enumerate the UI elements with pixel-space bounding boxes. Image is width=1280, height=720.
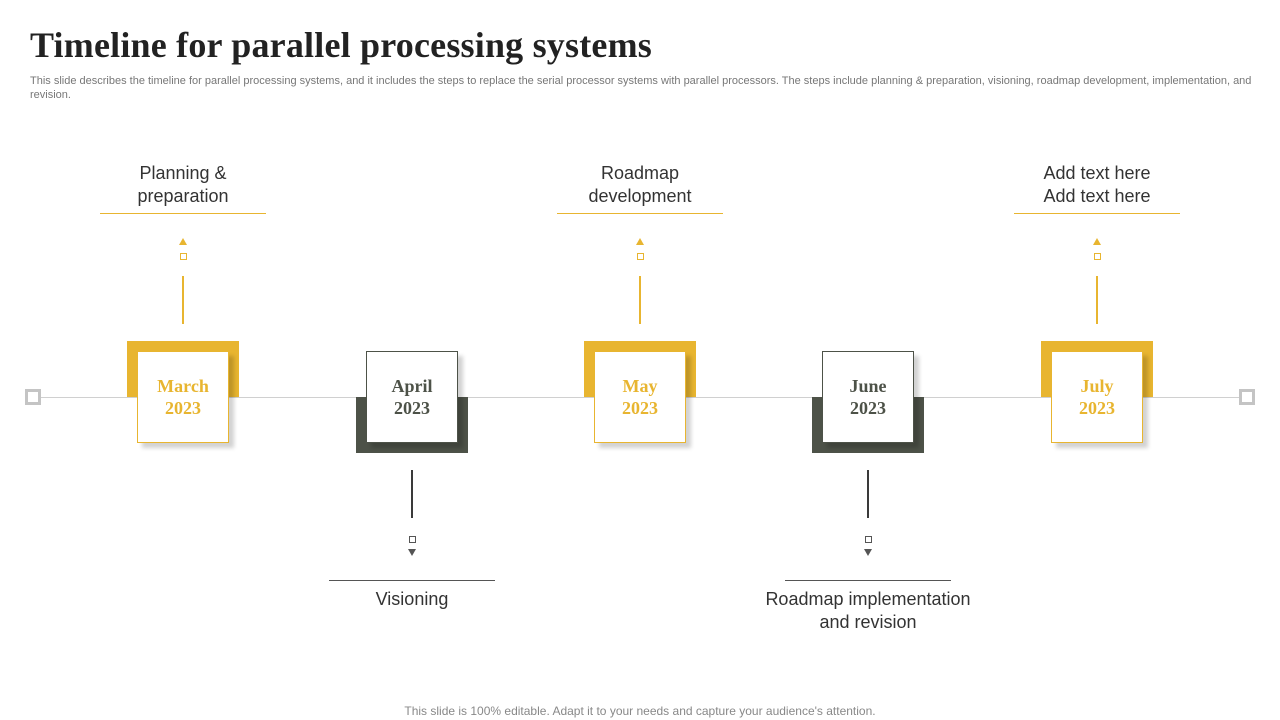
milestone-caption: Roadmap implementation and revision	[748, 588, 988, 634]
arrow-down-icon	[408, 549, 416, 556]
milestone-month: May	[622, 376, 658, 396]
connector-line	[411, 470, 413, 518]
axis-start-cap	[25, 389, 41, 405]
connector-marker	[409, 536, 416, 543]
connector-line	[867, 470, 869, 518]
axis-end-cap	[1239, 389, 1255, 405]
milestone-year: 2023	[1079, 398, 1115, 418]
caption-underline	[785, 580, 951, 581]
footer-note: This slide is 100% editable. Adapt it to…	[404, 704, 876, 718]
caption-line: development	[588, 186, 692, 206]
milestone-month: March	[157, 376, 209, 396]
milestone-year: 2023	[622, 398, 658, 418]
milestone-month: July	[1080, 376, 1114, 396]
caption-line: Roadmap implementation	[765, 589, 971, 609]
page-subtitle: This slide describes the timeline for pa…	[30, 75, 1252, 101]
milestone-caption: Planning & preparation	[63, 162, 303, 208]
caption-line: Planning &	[139, 163, 227, 183]
milestone-year: 2023	[165, 398, 201, 418]
connector-line	[182, 276, 184, 324]
arrow-up-icon	[636, 238, 644, 245]
milestone-year: 2023	[850, 398, 886, 418]
milestone-caption: Visioning	[292, 588, 532, 611]
caption-underline	[100, 213, 266, 214]
caption-line: preparation	[137, 186, 229, 206]
connector-marker	[1094, 253, 1101, 260]
connector-marker	[865, 536, 872, 543]
page-title: Timeline for parallel processing systems	[30, 25, 652, 65]
connector-line	[639, 276, 641, 324]
caption-line: and revision	[819, 612, 917, 632]
caption-line: Add text here	[1043, 186, 1151, 206]
caption-underline	[329, 580, 495, 581]
connector-line	[1096, 276, 1098, 324]
milestone-month: June	[849, 376, 887, 396]
arrow-down-icon	[864, 549, 872, 556]
caption-line: Visioning	[375, 589, 449, 609]
arrow-up-icon	[179, 238, 187, 245]
milestone-caption: Roadmap development	[520, 162, 760, 208]
milestone-year: 2023	[394, 398, 430, 418]
caption-underline	[1014, 213, 1180, 214]
connector-marker	[180, 253, 187, 260]
caption-line: Roadmap	[600, 163, 680, 183]
arrow-up-icon	[1093, 238, 1101, 245]
connector-marker	[637, 253, 644, 260]
caption-underline	[557, 213, 723, 214]
milestone-month: April	[391, 376, 433, 396]
caption-line: Add text here	[1043, 163, 1151, 183]
